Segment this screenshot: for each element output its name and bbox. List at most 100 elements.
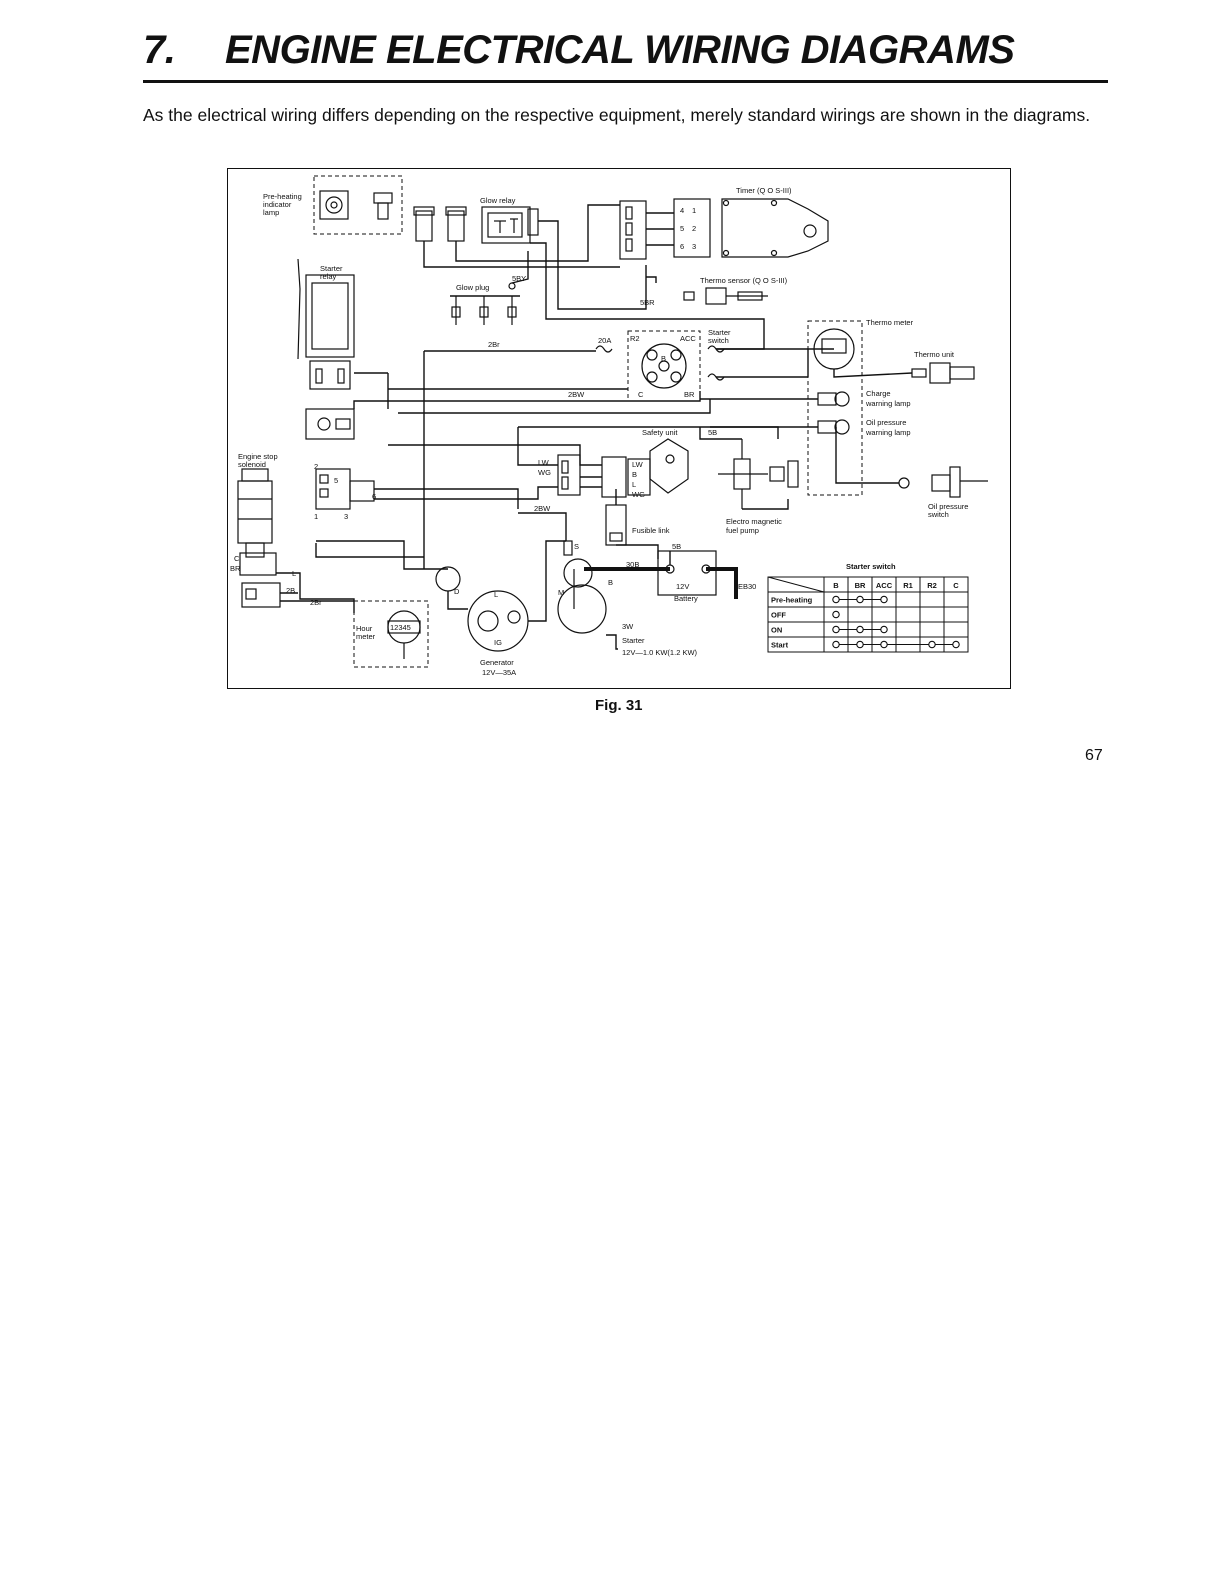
safety-unit: Safety unit LW B L WG 5B <box>601 428 717 499</box>
label-fuel-pump-1: Electro magnetic <box>726 517 782 526</box>
label-starter-switch-2: switch <box>708 336 729 345</box>
table-row-label: Pre-heating <box>771 596 813 605</box>
safety-connector: LW WG <box>538 454 581 496</box>
table-col-header: C <box>953 581 959 590</box>
oil-pressure-switch: Oil pressure switch <box>898 466 988 519</box>
page-heading: 7. ENGINE ELECTRICAL WIRING DIAGRAMS <box>143 28 1015 73</box>
label-stop-1: Engine stop <box>238 452 278 461</box>
table-col-header: B <box>833 581 839 590</box>
thermo-unit: Thermo unit <box>911 350 975 384</box>
table-terminal-dot <box>832 640 840 649</box>
label-hour-2: meter <box>356 632 376 641</box>
intro-paragraph: As the electrical wiring differs dependi… <box>143 105 1091 125</box>
label-battery-v: 12V <box>676 582 689 591</box>
label-fuel-pump-2: fuel pump <box>726 526 759 535</box>
label-thermo-unit: Thermo unit <box>914 350 955 359</box>
label-fusible-link: Fusible link <box>632 526 670 535</box>
svg-text:6: 6 <box>680 242 684 251</box>
svg-text:B: B <box>632 470 637 479</box>
charge-warning-lamp: Charge warning lamp <box>817 389 911 408</box>
label-term-br: BR <box>684 390 695 399</box>
svg-text:LW: LW <box>632 460 644 469</box>
table-col-header: ACC <box>876 581 893 590</box>
label-2b: 2B <box>286 586 295 595</box>
preheat-indicator-lamp: Pre-heating indicator lamp <box>263 175 403 235</box>
table-terminal-dot <box>856 640 864 649</box>
label-generator-1: Generator <box>480 658 514 667</box>
label-5b-b: 5B <box>672 542 681 551</box>
glow-relay: Glow relay <box>413 196 539 244</box>
table-terminal-dot <box>832 625 840 634</box>
starter-switch: R2 ACC B BR C Starter switch 20A <box>595 328 731 402</box>
label-gen-l: L <box>494 590 498 599</box>
label-battery: Battery <box>674 594 698 603</box>
label-glow-relay: Glow relay <box>480 196 516 205</box>
battery: 12V Battery EB30 30B 5B <box>626 542 756 603</box>
label-safety-unit: Safety unit <box>642 428 678 437</box>
svg-text:L: L <box>632 480 636 489</box>
fuel-pump: Electro magnetic fuel pump <box>718 439 799 535</box>
label-charge-2: warning lamp <box>865 399 911 408</box>
starter-motor: S M B 3W Starter 12V—1.0 KW(1.2 KW) <box>557 540 698 657</box>
engine-stop-solenoid: Engine stop solenoid <box>237 408 355 558</box>
svg-text:2: 2 <box>692 224 696 233</box>
table-diagonal <box>767 576 825 593</box>
label-starter-relay-1: Starter <box>320 264 343 273</box>
label-lw: LW <box>538 458 550 467</box>
label-m: M <box>558 588 564 597</box>
label-term-b: B <box>661 354 666 363</box>
label-30b: 30B <box>626 560 639 569</box>
starter-relay: Starter relay <box>297 258 355 390</box>
heading-number: 7. <box>143 28 176 72</box>
label-fuse-20a: 20A <box>598 336 611 345</box>
oil-pressure-warning-lamp: Oil pressure warning lamp <box>817 418 911 437</box>
label-n5: 5 <box>334 476 338 485</box>
label-2br: 2Br <box>488 340 500 349</box>
label-term-c: C <box>638 390 644 399</box>
stop-connector: 2 5 6 1 3 <box>314 462 376 521</box>
label-starter-spec: 12V—1.0 KW(1.2 KW) <box>622 648 698 657</box>
label-r2: R2 <box>630 334 640 343</box>
label-starter-switch-1: Starter <box>708 328 731 337</box>
svg-text:1: 1 <box>692 206 696 215</box>
label-gen-ig: IG <box>494 638 502 647</box>
table-col-header: BR <box>855 581 866 590</box>
fusible-link: Fusible link <box>605 504 670 546</box>
label-generator-2: 12V—35A <box>482 668 516 677</box>
svg-text:5: 5 <box>680 224 684 233</box>
label-timer: Timer (Q O S-III) <box>736 186 792 195</box>
label-thermo-sensor: Thermo sensor (Q O S-III) <box>700 276 788 285</box>
label-c: C <box>234 554 240 563</box>
label-oil-switch-1: Oil pressure <box>928 502 968 511</box>
table-terminal-dot <box>832 595 840 604</box>
label-2bw-b: 2BW <box>534 504 551 513</box>
heading-text: ENGINE ELECTRICAL WIRING DIAGRAMS <box>225 28 1015 72</box>
table-row-label: OFF <box>771 611 786 620</box>
label-gen-b2: B <box>608 578 613 587</box>
label-oil-switch-2: switch <box>928 510 949 519</box>
table-title: Starter switch <box>846 562 896 571</box>
glow-plugs: Glow plug 5BY <box>450 274 526 325</box>
label-n2: 2 <box>314 462 318 471</box>
table-row-label: Start <box>771 641 789 650</box>
label-n3: 3 <box>344 512 348 521</box>
label-s: S <box>574 542 579 551</box>
label-eb30: EB30 <box>738 582 756 591</box>
heading-rule <box>143 80 1108 83</box>
label-n6: 6 <box>372 492 376 501</box>
label-5b: 5B <box>708 428 717 437</box>
label-glow-plug: Glow plug <box>456 283 489 292</box>
table-terminal-dot <box>880 595 888 604</box>
table-terminal-dot <box>880 625 888 634</box>
table-row-label: ON <box>771 626 782 635</box>
label-3w: 3W <box>622 622 634 631</box>
label-charge-1: Charge <box>866 389 891 398</box>
hour-meter: 12345 Hour meter <box>353 600 429 668</box>
label-br: BR <box>230 564 241 573</box>
label-acc: ACC <box>680 334 696 343</box>
page-number: 67 <box>1085 747 1103 764</box>
svg-text:4: 4 <box>680 206 684 215</box>
label-2br-b: 2Br <box>310 598 322 607</box>
label-stop-2: solenoid <box>238 460 266 469</box>
